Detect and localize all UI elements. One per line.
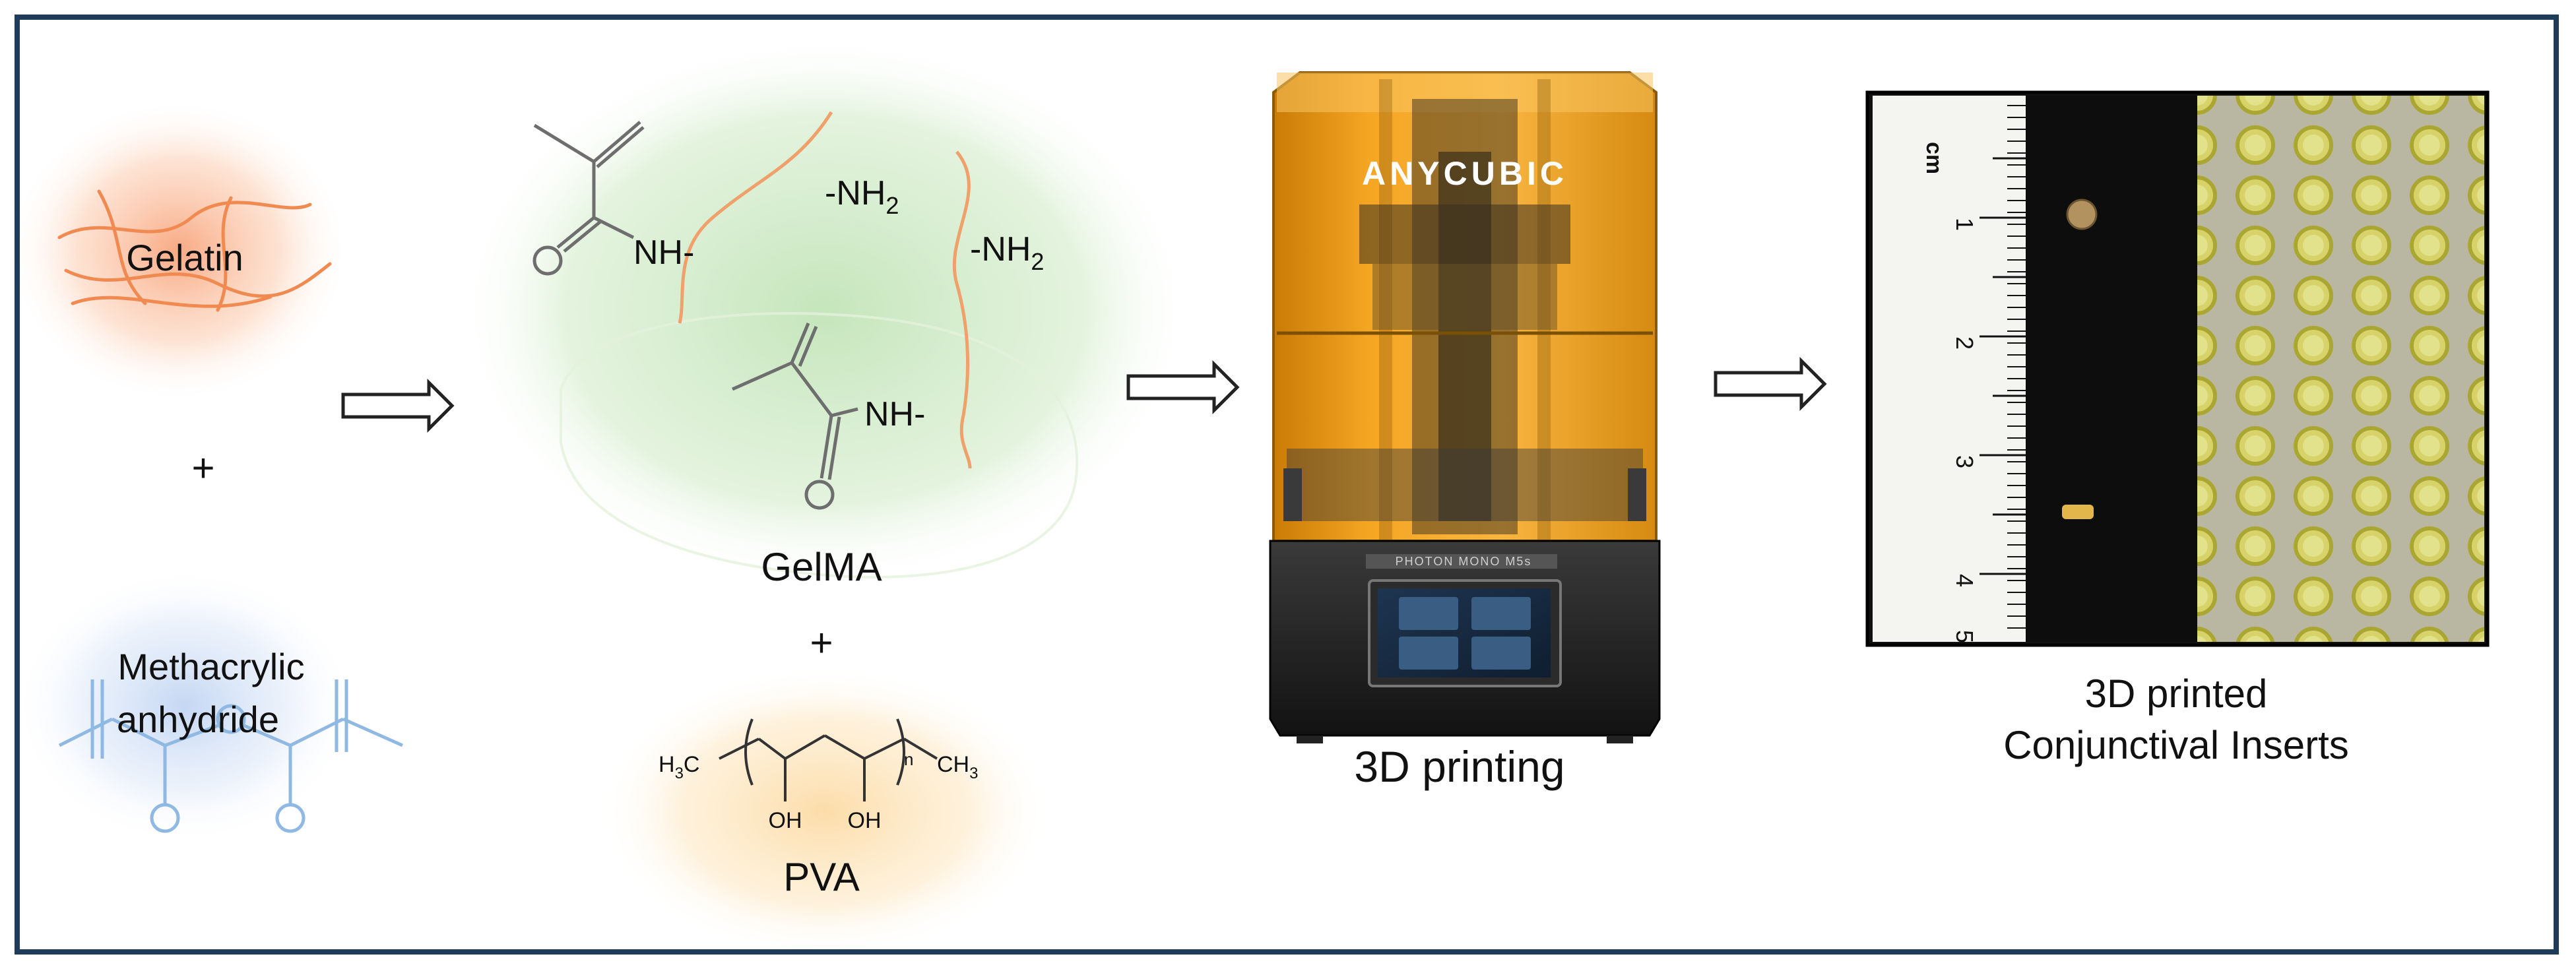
gelatin-backbone-chains	[678, 111, 972, 469]
oh-label-1: OH	[769, 808, 802, 833]
gelatin-glow	[20, 99, 350, 402]
pva-label: PVA	[783, 855, 860, 899]
gelma-label: GelMA	[761, 545, 882, 589]
printer-model-label: PHOTON MONO M5s	[1396, 555, 1532, 568]
result-label-line2: Conjunctival Inserts	[2003, 723, 2349, 767]
gelma-glow	[455, 33, 1194, 587]
result-label-line1: 3D printed	[2085, 672, 2268, 716]
ruler-tick-4: 4	[1951, 574, 1978, 587]
methacrylic-anhydride-structure-icon	[58, 679, 404, 833]
gelma-outline	[560, 311, 1079, 579]
conjunctival-inserts-photo	[1865, 90, 2490, 647]
arrow-right-icon-1	[341, 378, 455, 433]
ch3-label: CH3	[937, 752, 978, 782]
ruler-tick-1: 1	[1951, 218, 1978, 231]
pva-structure-icon	[719, 718, 938, 801]
nh-label-upper: NH-	[633, 234, 694, 272]
pva-glow	[600, 666, 1049, 949]
plus-sign-middle: +	[810, 621, 833, 665]
h3c-label: H3C	[659, 752, 699, 782]
printer-brand-logo: ANYCUBIC	[1362, 155, 1568, 192]
figure-frame: Gelatin + Methacrylic anhydride	[15, 15, 2559, 955]
3d-printing-label: 3D printing	[1354, 742, 1564, 791]
diagram-canvas: Gelatin + Methacrylic anhydride	[20, 33, 2490, 949]
3d-printer-image	[1269, 71, 1661, 743]
anhydride-glow	[20, 567, 356, 844]
ruler-tick-2: 2	[1951, 336, 1978, 350]
gelatin-chains-icon	[57, 189, 332, 312]
arrow-right-icon-2	[1126, 360, 1240, 415]
gelma-structure-icon	[532, 121, 858, 510]
ruler-tick-labels: 1 2 3 4 5	[1951, 218, 1978, 643]
methacrylic-label: Methacrylic	[117, 646, 304, 687]
gelatin-label: Gelatin	[126, 237, 243, 278]
arrow-right-icon-3	[1714, 356, 1827, 412]
oh-label-2: OH	[848, 808, 882, 833]
ruler-tick-3: 3	[1951, 455, 1978, 468]
ruler-tick-5: 5	[1951, 630, 1978, 643]
nh2-label-lower: -NH2	[970, 230, 1044, 275]
nh2-label-upper: -NH2	[825, 174, 899, 219]
nh-label-lower: NH-	[864, 395, 925, 433]
n-subscript: n	[904, 749, 913, 769]
ruler-unit-label: cm	[1921, 142, 1947, 174]
anhydride-label: anhydride	[117, 699, 279, 740]
plus-sign-left: +	[191, 446, 214, 490]
